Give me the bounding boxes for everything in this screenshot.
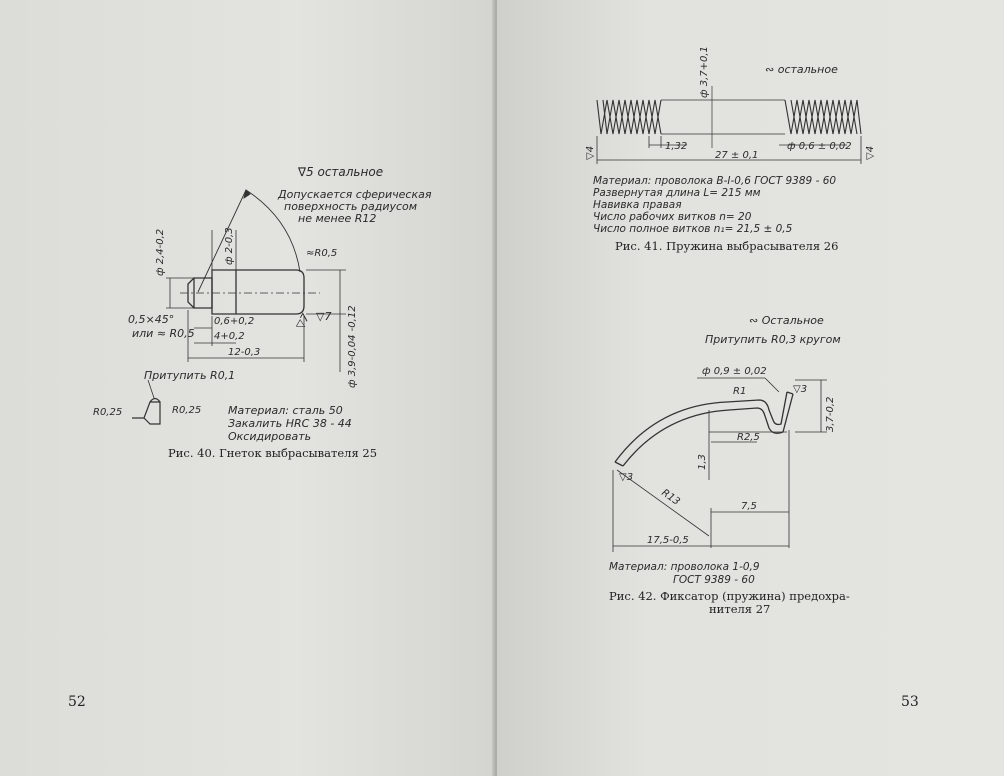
fig40-detail-shape: [132, 379, 161, 425]
fig42-dim-len175: 17,5-0,5: [647, 535, 689, 546]
page-number-left: 52: [68, 694, 86, 710]
fig41-dim-outer-diameter: ф 3,7+0,1: [699, 46, 710, 98]
fig41-dim-pitch: 1,32: [665, 141, 687, 152]
fig40-surface-mark: ∇5 остальное: [297, 165, 383, 179]
fig42-dim-wire: ф 0,9 ± 0,02: [702, 366, 767, 377]
fig40-dim-d39: ф 3,9-0,04 -0,12: [347, 305, 358, 388]
fig40-part-outline: [180, 269, 320, 315]
fig40-tri-7a: ▽7: [316, 310, 331, 323]
fig40-sphere-arc: [197, 189, 301, 293]
fig40-dim-len-12: 12-0,3: [228, 347, 260, 358]
figures-41-42-drawing: ∾ остальное ф 3,7+0,1 1,32 ф: [585, 46, 919, 710]
fig41-spec-line4: Число рабочих витков n= 20: [593, 211, 752, 223]
fig40-note-line2: поверхность радиусом: [284, 200, 417, 213]
fig40-detail-r-right: R0,25: [172, 405, 201, 416]
fig40-material-line2: Закалить HRC 38 - 44: [228, 417, 352, 430]
fig40-note-line3: не менее R12: [298, 212, 376, 225]
fig42-surface-mark: ∾ Остальное: [749, 314, 824, 327]
fig40-dim-len-4: 4+0,2: [214, 331, 245, 342]
fig40-caption: Рис. 40. Гнеток выбрасывателя 25: [168, 446, 377, 460]
fig41-spec-line5: Число полное витков n₁= 21,5 ± 0,5: [593, 223, 793, 235]
fig41-tri-right: ▽4: [865, 146, 876, 160]
fig40-dim-r-end: ≈R0,5: [306, 248, 337, 259]
fig40-material-line1: Материал: сталь 50: [228, 404, 343, 417]
fig41-surface-mark: ∾ остальное: [765, 63, 838, 76]
fig41-spec-line3: Навивка правая: [593, 199, 682, 211]
fig42-tri-3b: ▽3: [619, 472, 633, 483]
fig42-material-line1: Материал: проволока 1-0,9: [609, 561, 760, 573]
fig42-dim-r13: R13: [659, 487, 681, 507]
fig40-dim-d-head: ф 2,4-0,2: [155, 229, 166, 276]
figure-40-drawing: ∇5 остальное Допускается сферическая пов…: [68, 165, 432, 710]
page-right: ∾ остальное ф 3,7+0,1 1,32 ф: [497, 0, 1004, 776]
fig40-detail-blunt: Притупить R0,1: [144, 369, 235, 382]
fig42-dim-h37: 3,7-0,2: [825, 397, 836, 432]
fig41-dimension-lines: [596, 136, 862, 164]
fig42-dim-len75: 7,5: [741, 501, 757, 512]
fig40-dimension-lines: [166, 230, 346, 372]
fig40-dim-d-shank: ф 2-0,3: [224, 227, 235, 265]
fig41-dim-length: 27 ± 0,1: [715, 150, 758, 161]
fig42-spring-wire: [614, 391, 794, 467]
book-gutter: [492, 0, 500, 776]
fig40-dim-or-radius: или ≈ R0,5: [132, 327, 195, 340]
fig41-spec-line2: Развернутая длина L= 215 мм: [593, 187, 761, 199]
fig42-material-line2: ГОСТ 9389 - 60: [673, 574, 755, 586]
fig40-dim-len-06: 0,6+0,2: [214, 316, 254, 327]
fig42-tri-3a: ▽3: [793, 384, 807, 395]
fig40-note-line1: Допускается сферическая: [277, 188, 432, 201]
fig41-dim-wire: ф 0,6 ± 0,02: [787, 141, 852, 152]
fig42-dim-h13: 1,3: [697, 454, 708, 470]
fig42-dim-r25: R2,5: [737, 432, 760, 443]
page-number-right: 53: [901, 694, 919, 710]
fig40-dim-chamfer: 0,5×45°: [128, 313, 174, 326]
page-left: ∇5 остальное Допускается сферическая пов…: [0, 0, 494, 776]
fig41-spring: [596, 86, 862, 148]
fig42-caption-line1: Рис. 42. Фиксатор (пружина) предохра-: [609, 589, 850, 603]
fig42-dimension-lines: [612, 377, 827, 552]
fig41-tri-left: ▽4: [585, 146, 596, 160]
fig42-caption-line2: нителя 27: [709, 602, 770, 616]
fig42-dim-r1: R1: [733, 386, 746, 397]
fig40-material-line3: Оксидировать: [228, 430, 311, 443]
fig40-detail-r-left: R0,25: [93, 407, 122, 418]
fig41-caption: Рис. 41. Пружина выбрасывателя 26: [615, 239, 838, 253]
fig42-blunt-note: Притупить R0,3 кругом: [705, 333, 841, 346]
fig41-spec-line1: Материал: проволока В-I-0,6 ГОСТ 9389 - …: [593, 175, 836, 187]
